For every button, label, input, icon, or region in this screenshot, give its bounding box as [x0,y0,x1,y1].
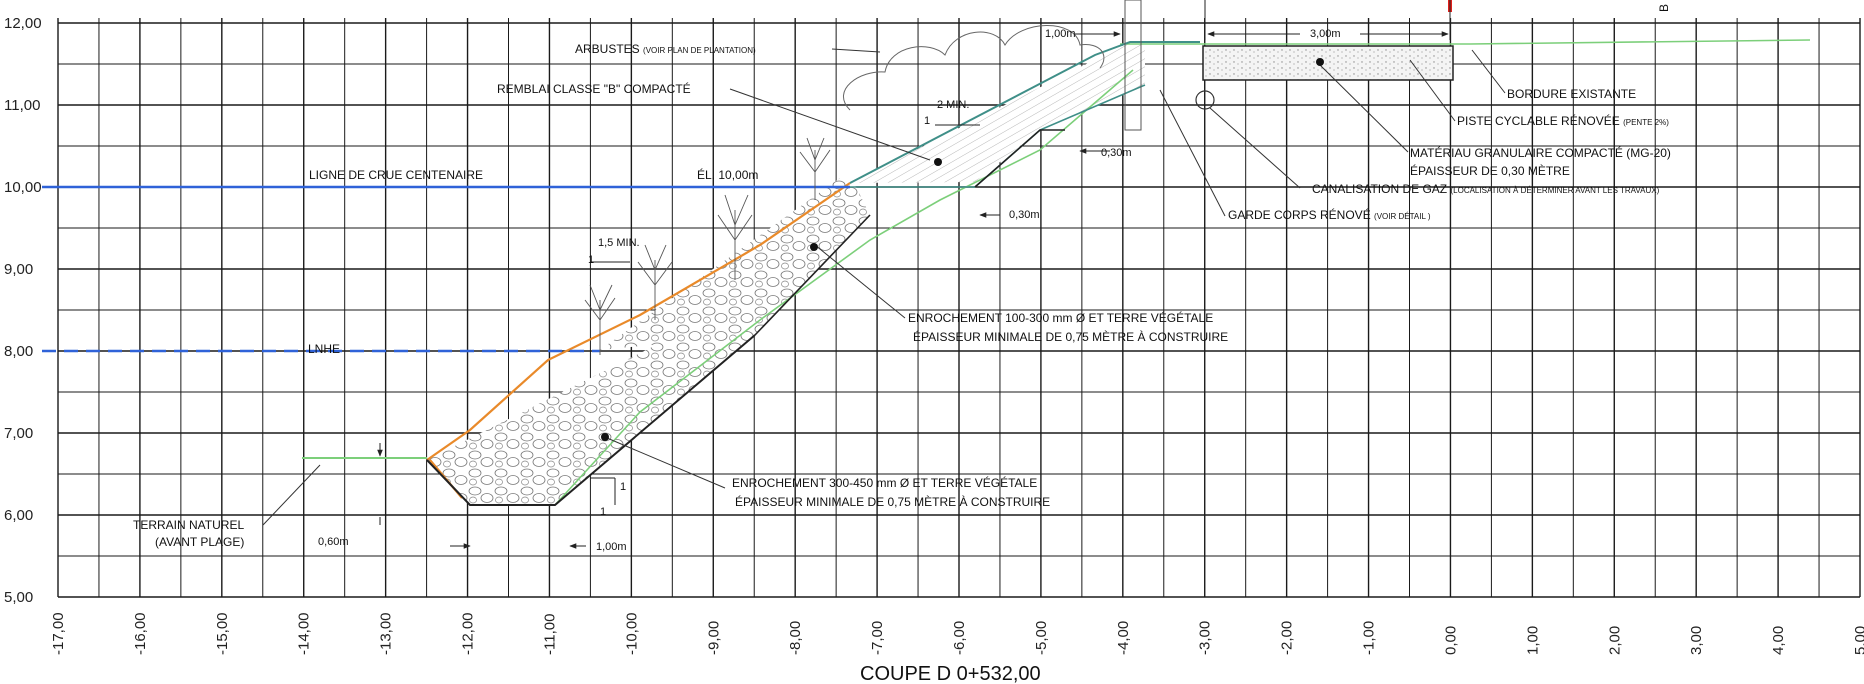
x-tick-label: 1,00 [1524,626,1541,655]
x-tick-label: -11,00 [541,614,558,655]
x-tick-label: -13,00 [378,612,395,655]
note-remblai: REMBLAI CLASSE "B" COMPACTÉ [497,81,691,96]
railing-post [1124,0,1142,131]
dim-slope-1d: 1 [600,506,606,518]
dim-slope-1a: 1 [924,115,930,127]
shrub-outline [843,25,1105,111]
x-tick-label: -7,00 [869,621,886,655]
leader-piste [1409,59,1456,122]
note-materiau-2: ÉPAISSEUR DE 0,30 MÈTRE [1410,163,1570,178]
dim-slope-1c: 1 [620,481,626,493]
dimension-marks [377,0,1451,549]
x-tick-label: -2,00 [1279,621,1296,655]
note-garde: GARDE CORPS RÉNOVÉ (VOIR DÉTAIL ) [1228,207,1431,222]
x-tick-label: -9,00 [705,621,722,655]
note-terrain-1: TERRAIN NATUREL [133,518,244,532]
x-tick-label: -8,00 [787,621,804,655]
x-tick-label: -16,00 [132,612,149,655]
rock-surface-line [426,182,851,461]
marker-enroch1 [810,243,818,251]
x-tick-label: -3,00 [1197,621,1214,655]
leader-arbustes [831,48,881,53]
x-tick-label: -4,00 [1115,621,1132,655]
x-tick-label: -17,00 [50,612,67,655]
drawing-caption: COUPE D 0+532,00 [860,663,1041,684]
y-tick-label: 9,00 [4,261,33,278]
embankment-class-b [850,42,1145,183]
y-tick-label: 7,00 [4,425,33,442]
x-tick-label: -12,00 [460,612,477,655]
dim-030-b: 0,30m [1009,209,1040,221]
x-tick-label: -10,00 [623,612,640,655]
note-bordure: BORDURE EXISTANTE [1507,87,1636,101]
y-tick-label: 11,00 [4,97,40,114]
rock-outline-lower [426,334,756,506]
dim-15min: 1,5 MIN. [598,237,640,249]
x-tick-label: 5,00 [1852,626,1864,655]
y-tick-label: 12,00 [4,15,42,32]
y-tick-label: 6,00 [4,507,33,524]
note-enroch1-1: ENROCHEMENT 100-300 mm Ø ET TERRE VÉGÉTA… [908,310,1213,325]
note-el-10: ÉL. 10,00m [697,167,758,182]
note-lnhe: LNHE [308,342,340,356]
leader-gaz [1209,107,1301,189]
x-axis-ticks: -17,00 -16,00 -15,00 -14,00 -13,00 -12,00 -11,… [50,612,1864,655]
existing-ground-green [554,69,1134,506]
gas-pipe [1195,90,1215,110]
y-tick-label: 8,00 [4,343,33,360]
y-axis-ticks: 5,00 6,00 7,00 8,00 9,00 10,00 11,00 12,00 [4,15,42,606]
rock-fill-300-450 [427,333,755,505]
dim-030-a: 0,30m [1101,147,1132,159]
leader-materiau [1319,64,1409,153]
leader-terrain [262,464,321,526]
x-tick-label: -6,00 [951,621,968,655]
note-flood: LIGNE DE CRUE CENTENAIRE [309,168,483,182]
leader-bordure [1471,49,1506,94]
x-tick-label: 0,00 [1442,626,1459,655]
note-gaz: CANALISATION DE GAZ (LOCALISATION À DÉTE… [1312,182,1660,196]
note-enroch2-1: ENROCHEMENT 300-450 mm Ø ET TERRE VÉGÉTA… [732,475,1037,490]
road-green-line [1120,39,1811,45]
x-tick-label: -5,00 [1033,621,1050,655]
dim-3m: 3,00m [1310,28,1341,40]
dim-100-bottom: 1,00m [596,541,627,553]
bench-step [974,129,1065,188]
note-materiau-1: MATÉRIAU GRANULAIRE COMPACTÉ (MG-20) [1410,145,1671,160]
y-tick-label: 5,00 [4,589,33,606]
note-enroch1-2: ÉPAISSEUR MINIMALE DE 0,75 MÈTRE À CONST… [913,329,1228,344]
dim-2min: 2 MIN. [937,99,969,111]
granular-layer [1202,45,1454,81]
dim-060: 0,60m [318,536,349,548]
tree-icons [584,137,831,355]
leader-enroch1 [814,244,906,319]
x-tick-label: -15,00 [214,612,231,655]
x-tick-label: 3,00 [1688,626,1705,655]
marker-enroch2 [601,433,609,441]
grid [57,18,1861,598]
y-tick-label: 10,00 [4,179,42,196]
note-arbustes: ARBUSTES (VOIR PLAN DE PLANTATION) [575,42,756,56]
leader-enroch2 [606,437,726,489]
dim-slope-1b: 1 [588,254,594,266]
leader-remblai [729,88,931,161]
x-tick-label: 2,00 [1606,626,1623,655]
note-enroch2-2: ÉPAISSEUR MINIMALE DE 0,75 MÈTRE À CONST… [735,494,1050,509]
marker-remblai [934,158,942,166]
x-tick-label: -1,00 [1361,621,1378,655]
note-piste: PISTE CYCLABLE RÉNOVÉE (PENTE 2%) [1457,113,1669,128]
x-tick-label: 4,00 [1770,626,1787,655]
leader-garde [1159,89,1226,217]
dim-1m-top: 1,00m [1045,28,1076,40]
marker-materiau [1316,58,1324,66]
note-corner-letter: B [1657,4,1671,12]
x-tick-label: -14,00 [296,612,313,655]
note-terrain-2: (AVANT PLAGE) [155,535,244,549]
embankment-teal-top [849,41,1200,184]
rock-outline-upper [754,214,871,336]
